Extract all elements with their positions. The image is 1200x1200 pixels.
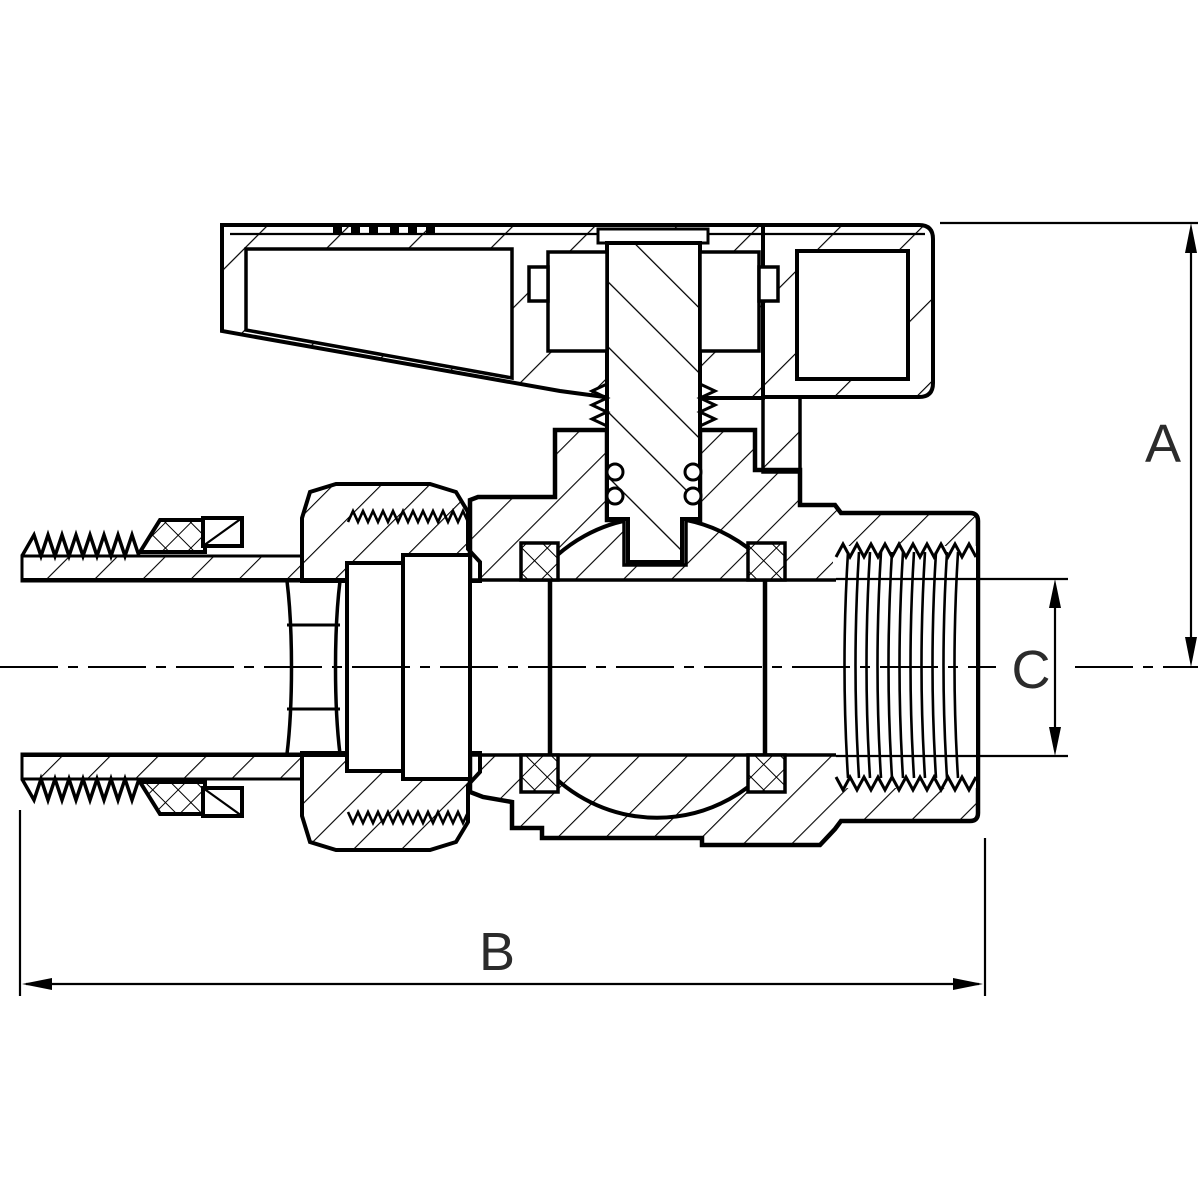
gland-nut-left-ear — [527, 265, 550, 303]
tail-wall-bottom — [20, 752, 304, 781]
outlet-male-thread — [834, 540, 978, 794]
handle-right-block-hole — [795, 249, 910, 381]
gland-thread-right — [696, 382, 719, 428]
stem-oring-left-upper — [605, 462, 625, 482]
tail-thread-top — [20, 529, 141, 562]
dim-a-arrow-down — [1185, 637, 1197, 667]
stem-oring-left-lower — [605, 486, 625, 506]
dim-c-arrow-up — [1049, 579, 1061, 608]
handle-lever-inner-panel — [244, 247, 514, 381]
olive-step-top-diag — [202, 517, 243, 547]
dim-b-arrow-right — [953, 978, 983, 990]
olive-top — [136, 518, 207, 554]
dimension-c: C — [836, 577, 1068, 758]
union-nut — [285, 482, 482, 852]
handle-strut — [761, 395, 802, 474]
dim-a-arrow-up — [1185, 223, 1197, 253]
valve-seat-bottom-right — [746, 753, 787, 794]
stem-oring-right-upper — [683, 462, 703, 482]
valve-seat-bottom-left — [519, 753, 560, 794]
tail-thread-bottom — [20, 773, 141, 806]
dim-b-arrow-left — [22, 978, 52, 990]
stem-section — [605, 241, 702, 564]
dimensions: A C B — [18, 221, 1198, 996]
gland-thread-left — [588, 382, 611, 428]
stem-oring-right-lower — [683, 486, 703, 506]
dimension-a-label: A — [1145, 414, 1181, 474]
tail-wall-top — [20, 554, 304, 583]
dimension-b: B — [18, 810, 987, 996]
gland-nut-right-ear — [757, 265, 780, 303]
union-thread-top — [346, 507, 470, 526]
valve-seat-top-right — [746, 541, 787, 582]
handle-grip-ribs — [333, 224, 435, 233]
olive-step-bottom-diag — [202, 787, 243, 817]
union-thread-bottom — [346, 808, 470, 827]
valve-stem-assembly — [527, 227, 780, 564]
valve-seat-top-left — [519, 541, 560, 582]
gland-nut-left — [546, 250, 609, 353]
dimension-a: A — [940, 221, 1198, 667]
dimension-b-label: B — [479, 922, 515, 982]
stem-top-washer — [596, 227, 710, 245]
dimension-c-label: C — [1012, 640, 1051, 700]
olive-bottom — [136, 780, 207, 816]
dim-c-arrow-down — [1049, 727, 1061, 756]
gland-nut-right — [698, 250, 761, 353]
valve-body — [467, 427, 981, 848]
